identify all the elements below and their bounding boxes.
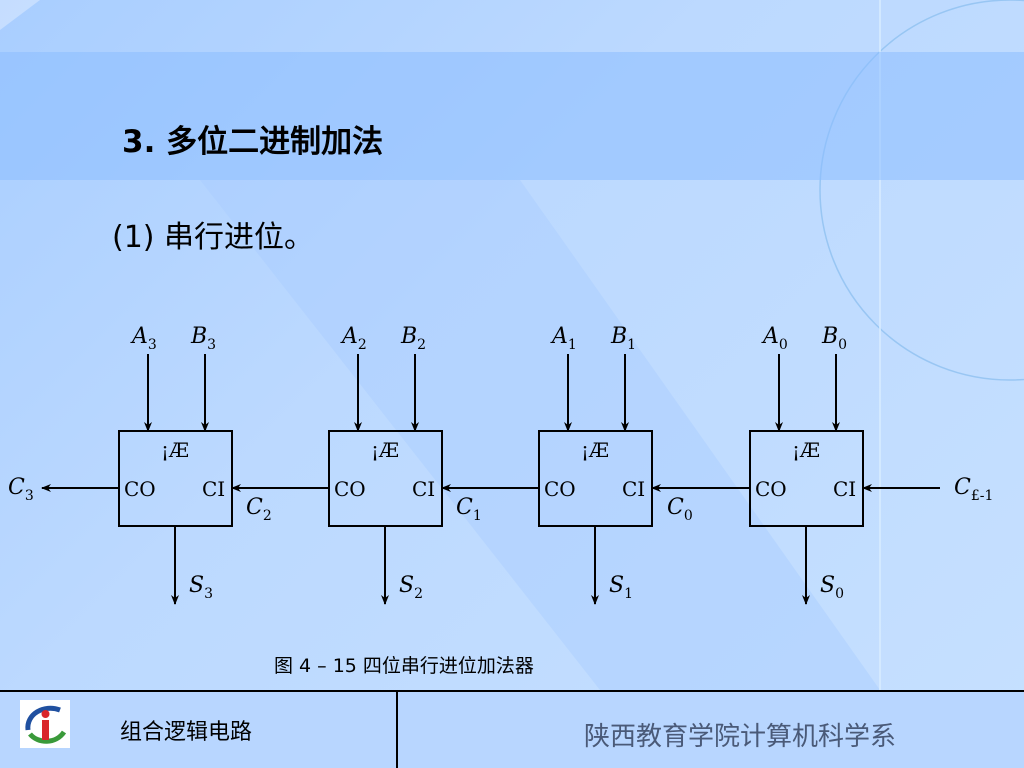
carry-in-port-label: CI [622,477,645,501]
adder-symbol-label: ¡Æ [161,438,189,462]
slide-title: 3. 多位二进制加法 [122,124,384,160]
carry-out-port-label: CO [124,477,156,501]
carry-label: C£-1 [954,475,993,504]
carry-label: C3 [8,475,34,504]
input-b-label: B0 [821,324,847,353]
input-a-label: A3 [130,324,157,353]
adder-symbol-label: ¡Æ [371,438,399,462]
footer-course-title: 组合逻辑电路 [120,720,253,745]
input-a-label: A2 [340,324,367,353]
sum-output-label: S3 [189,573,213,602]
figure-caption: 图 4 – 15 四位串行进位加法器 [274,655,534,677]
input-b-label: B2 [400,324,426,353]
input-a-label: A1 [550,324,577,353]
school-logo-icon [20,700,70,748]
carry-in-port-label: CI [833,477,856,501]
adder-symbol-label: ¡Æ [792,438,820,462]
footer-left-cell: 组合逻辑电路 [0,692,398,768]
carry-label: C1 [456,495,482,524]
carry-out-port-label: CO [334,477,366,501]
carry-label: C2 [246,495,272,524]
carry-in-port-label: CI [412,477,435,501]
carry-label: C0 [667,495,693,524]
header-band [0,52,1024,180]
footer-department: 陕西教育学院计算机科学系 [584,722,897,752]
input-b-label: B3 [190,324,216,353]
carry-in-port-label: CI [202,477,225,501]
adder-symbol-label: ¡Æ [581,438,609,462]
slide-subtitle: (1) 串行进位。 [112,220,315,255]
sum-output-label: S1 [609,573,633,602]
carry-out-port-label: CO [755,477,787,501]
sum-output-label: S2 [399,573,423,602]
input-a-label: A0 [761,324,788,353]
input-b-label: B1 [610,324,636,353]
sum-output-label: S0 [820,573,844,602]
carry-out-port-label: CO [544,477,576,501]
footer: 组合逻辑电路 陕西教育学院计算机科学系 [0,690,1024,768]
